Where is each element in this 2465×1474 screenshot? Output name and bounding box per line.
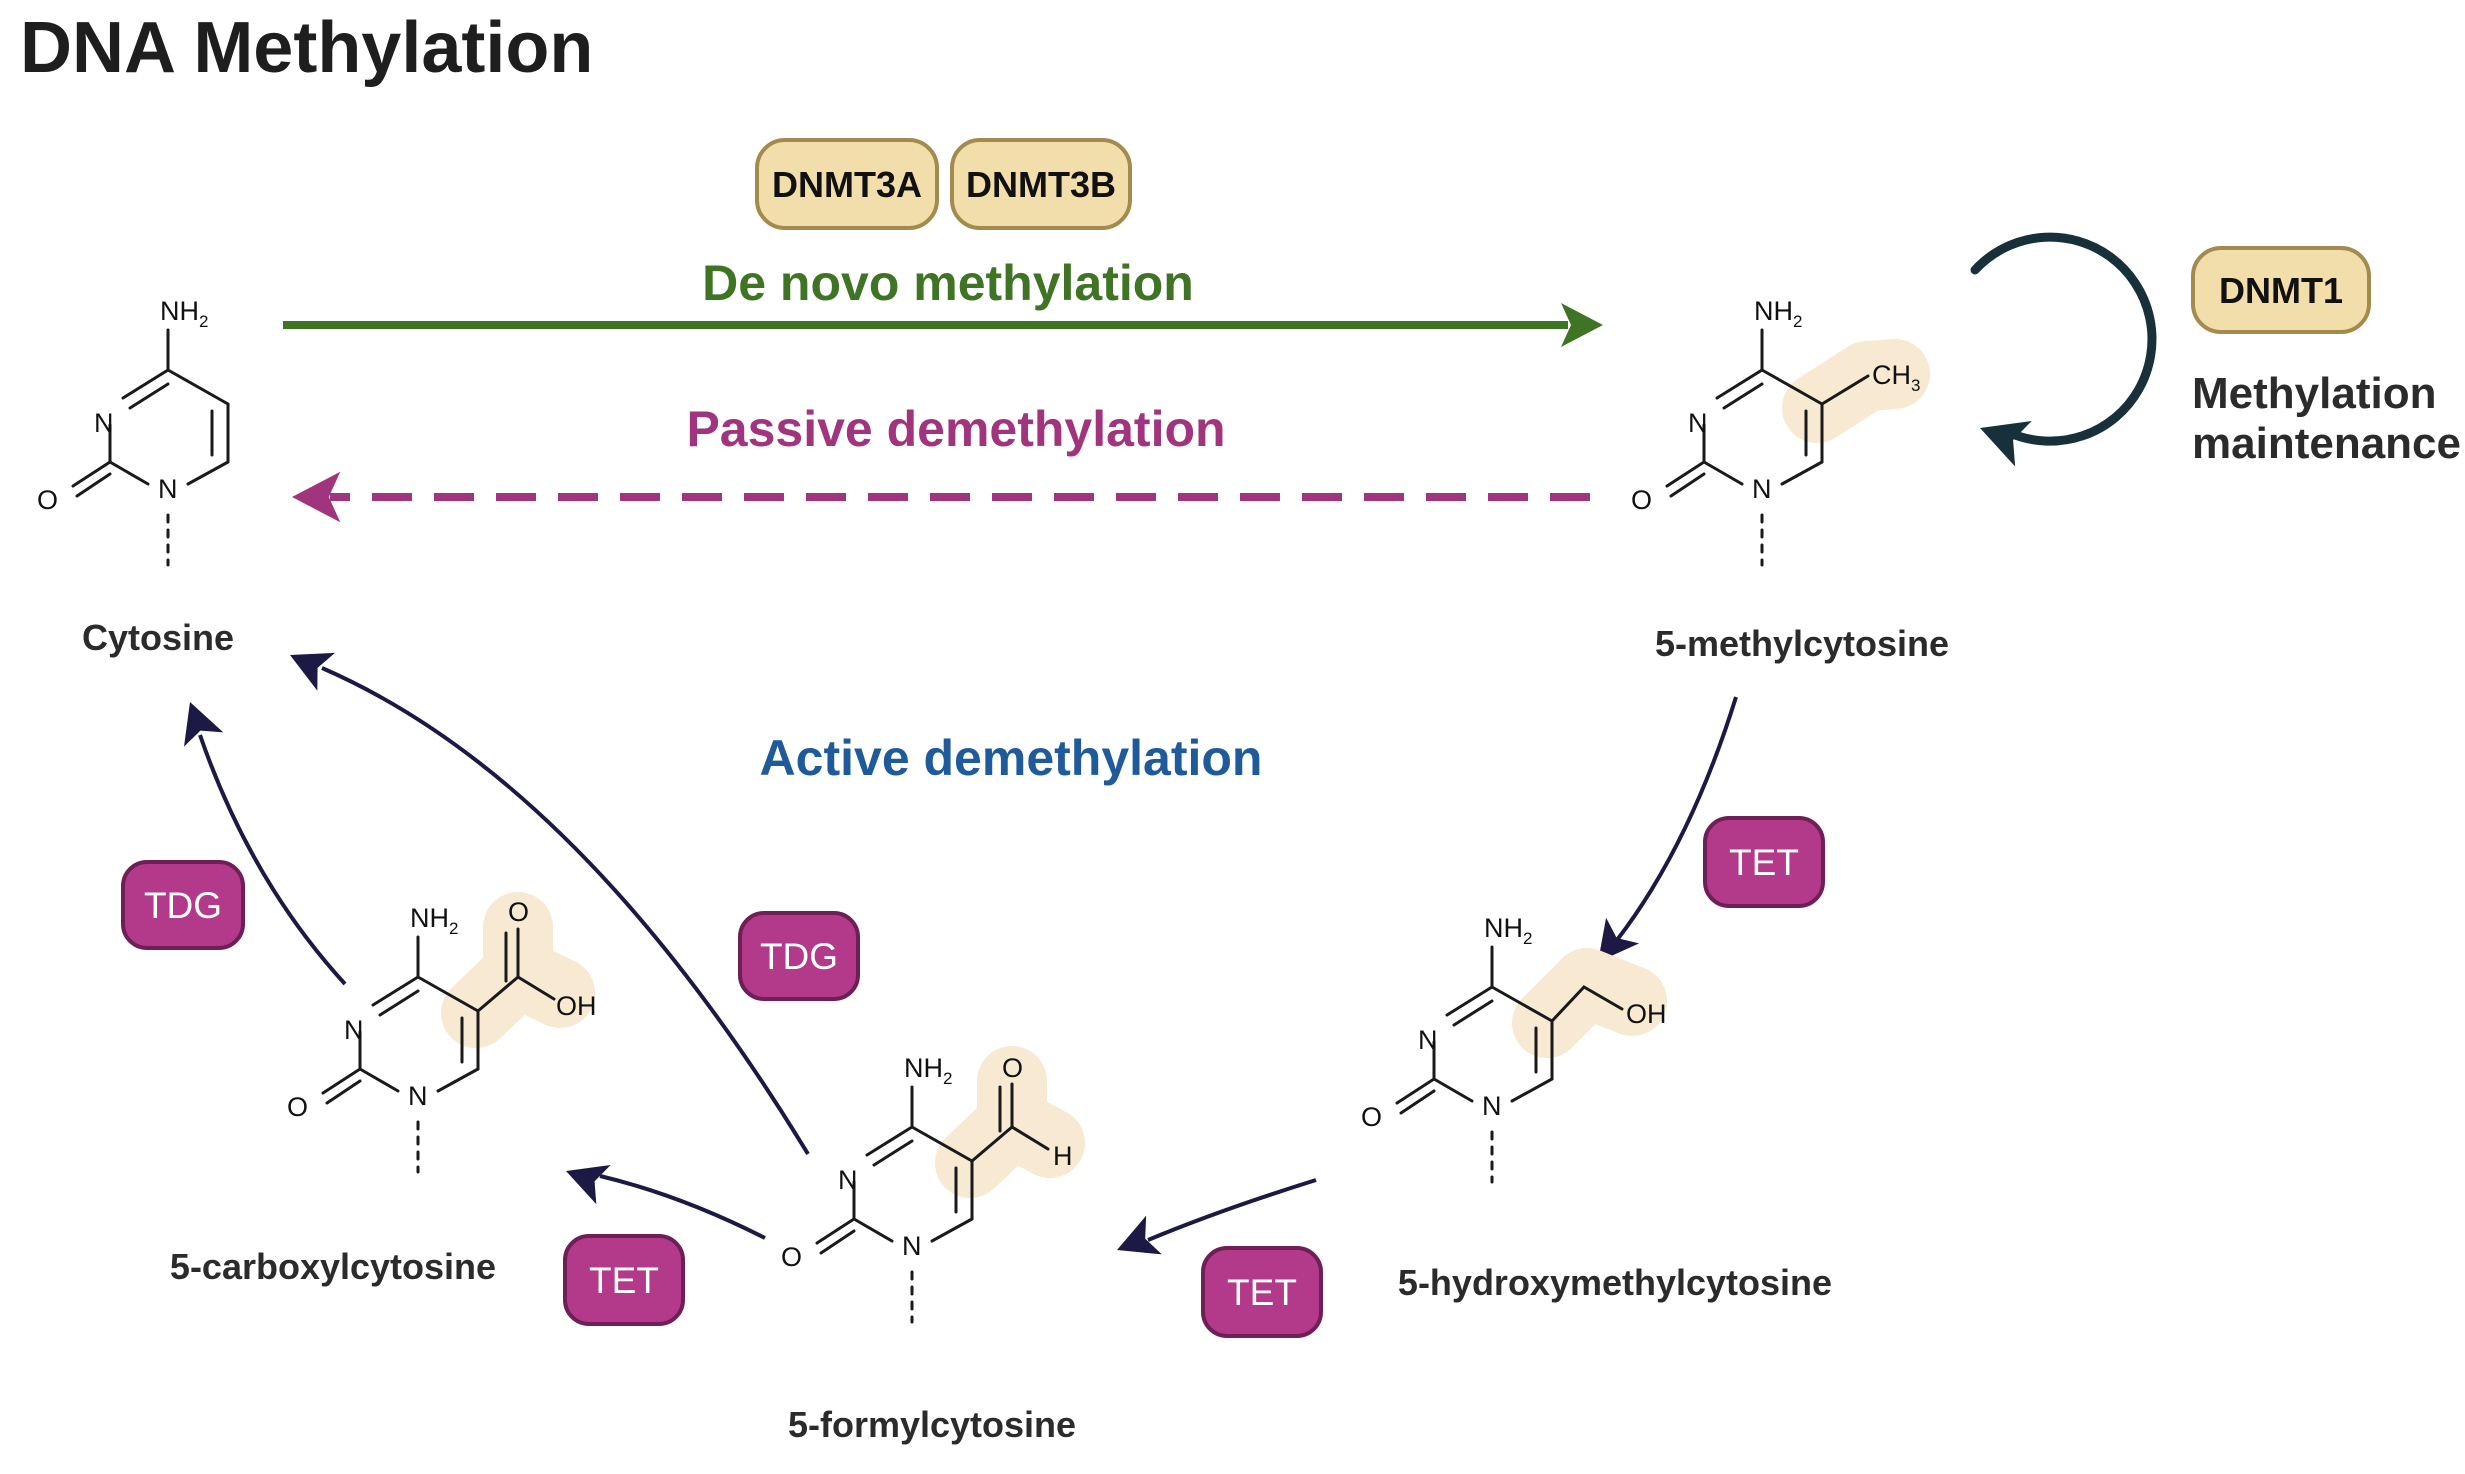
enzyme-tet-2-label: TET	[1227, 1272, 1297, 1313]
arrowhead-5fc-to-5cac	[566, 1165, 611, 1205]
ring-structure	[71, 328, 230, 567]
o2-label: O	[287, 1092, 308, 1122]
n1-label: N	[408, 1081, 428, 1111]
carbonyl-o-label: O	[1002, 1053, 1023, 1083]
enzyme-tdg-2-label: TDG	[760, 936, 838, 977]
amino-label: NH2	[1484, 913, 1532, 948]
n1-label: N	[902, 1231, 922, 1261]
passive-arrowhead	[292, 471, 341, 523]
label-cytosine: Cytosine	[82, 617, 234, 658]
enzyme-tet-1: TET	[1703, 816, 1825, 908]
enzyme-dnmt1-label: DNMT1	[2219, 270, 2343, 311]
n3-label: N	[94, 408, 114, 438]
amino-label: NH2	[160, 296, 208, 331]
arrow-5fc-to-5cac	[599, 1174, 766, 1240]
label-5-carboxylcytosine: 5-carboxylcytosine	[170, 1246, 496, 1287]
arrowhead-5mc-to-5hmc	[1598, 917, 1640, 962]
aldehyde-h-bond	[1010, 1125, 1050, 1151]
maintenance-arrowhead	[1980, 421, 2032, 467]
o2-label: O	[37, 485, 58, 515]
page-title: DNA Methylation	[20, 8, 593, 88]
amino-label: NH2	[1754, 296, 1802, 331]
o2-label: O	[1361, 1102, 1382, 1132]
ring-structure	[815, 1085, 974, 1324]
maintenance-label-line1: Methylation	[2192, 369, 2436, 418]
enzyme-tdg-1-label: TDG	[144, 885, 222, 926]
ring-structure	[321, 935, 480, 1174]
n1-label: N	[1752, 474, 1772, 504]
arrowhead-5hmc-to-5fc	[1117, 1215, 1162, 1255]
arrow-5fc-to-cytosine	[321, 666, 810, 1156]
enzyme-dnmt3a: DNMT3A	[755, 138, 939, 230]
arrowhead-5cac-to-cytosine	[184, 702, 224, 747]
n3-label: N	[1688, 408, 1708, 438]
hydroxyl-label: OH	[1626, 999, 1667, 1029]
enzyme-dnmt3b-label: DNMT3B	[966, 164, 1116, 205]
group-highlight	[1512, 948, 1667, 1058]
group-highlight	[441, 892, 595, 1048]
aldehyde-h-label: H	[1053, 1141, 1073, 1171]
enzyme-tet-1-label: TET	[1729, 842, 1799, 883]
active-label: Active demethylation	[760, 730, 1263, 786]
enzyme-tdg-2: TDG	[738, 911, 860, 1001]
group-highlight	[935, 1046, 1085, 1198]
de-novo-arrowhead	[1561, 303, 1603, 347]
ring-structure	[1665, 328, 1824, 567]
passive-label: Passive demethylation	[686, 401, 1225, 457]
ring-structure	[1395, 945, 1554, 1184]
n1-label: N	[158, 474, 178, 504]
enzyme-tdg-1: TDG	[121, 860, 245, 950]
arrowhead-5fc-to-cytosine	[290, 652, 335, 691]
substituent-bond	[970, 1125, 1014, 1163]
o2-label: O	[781, 1242, 802, 1272]
carboxyl-oh-label: OH	[556, 991, 597, 1021]
enzyme-tet-3: TET	[563, 1234, 685, 1326]
carboxyl-oh-bond	[516, 975, 556, 1001]
n1-label: N	[1482, 1091, 1502, 1121]
label-5-hydroxymethylcytosine: 5-hydroxymethylcytosine	[1398, 1262, 1832, 1303]
n3-label: N	[838, 1165, 858, 1195]
maintenance-label-line2: maintenance	[2192, 419, 2461, 468]
enzyme-tet-3-label: TET	[589, 1260, 659, 1301]
arrow-5cac-to-cytosine	[198, 734, 347, 986]
label-5-methylcytosine: 5-methylcytosine	[1655, 623, 1949, 664]
de-novo-label: De novo methylation	[702, 255, 1194, 311]
enzyme-dnmt3b: DNMT3B	[950, 138, 1132, 230]
enzyme-tet-2: TET	[1201, 1246, 1323, 1338]
maintenance-cycle-arrow	[1970, 232, 2157, 446]
enzyme-dnmt1: DNMT1	[2191, 246, 2371, 334]
substituent-bond	[476, 975, 520, 1013]
arrow-5mc-to-5hmc	[1615, 696, 1738, 942]
amino-label: NH2	[410, 903, 458, 938]
substituent-bond	[1550, 985, 1624, 1023]
amino-label: NH2	[904, 1053, 952, 1088]
arrow-5hmc-to-5fc	[1147, 1178, 1317, 1242]
enzyme-dnmt3a-label: DNMT3A	[772, 164, 922, 205]
substituent-bond	[1820, 374, 1870, 406]
o2-label: O	[1631, 485, 1652, 515]
carbonyl-o-label: O	[508, 897, 529, 927]
methyl-label: CH3	[1872, 360, 1920, 395]
n3-label: N	[1418, 1025, 1438, 1055]
n3-label: N	[344, 1015, 364, 1045]
label-5-formylcytosine: 5-formylcytosine	[788, 1404, 1076, 1445]
